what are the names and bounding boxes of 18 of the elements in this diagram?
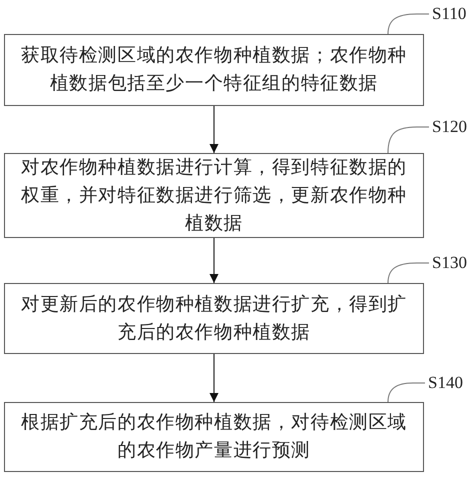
- leader-line: [388, 126, 430, 154]
- step-text: 对更新后的农作物种植数据进行扩充，得到扩充后的农作物种植数据: [20, 292, 408, 344]
- step-text: 对农作物种植数据进行计算，得到特征数据的权重，并对特征数据进行筛选，更新农作物种植数据: [20, 156, 408, 236]
- step-label: S140: [428, 373, 463, 393]
- leader-line: [388, 14, 430, 34]
- step-label: S120: [432, 117, 467, 137]
- process-box: [4, 283, 424, 354]
- leader-line: [388, 382, 426, 402]
- arrow: [210, 106, 218, 153]
- step-text: 获取待检测区域的农作物种植数据；农作物种植数据包括至少一个特征组的特征数据: [20, 44, 408, 96]
- step-label: S110: [432, 4, 466, 24]
- arrow: [210, 354, 218, 402]
- step-text: 根据扩充后的农作物种植数据，对待检测区域的农作物产量进行预测: [20, 411, 408, 463]
- step-label: S130: [432, 253, 467, 273]
- arrow: [210, 238, 218, 283]
- leader-line: [388, 262, 430, 284]
- process-box: [4, 402, 424, 472]
- process-box: [4, 34, 424, 106]
